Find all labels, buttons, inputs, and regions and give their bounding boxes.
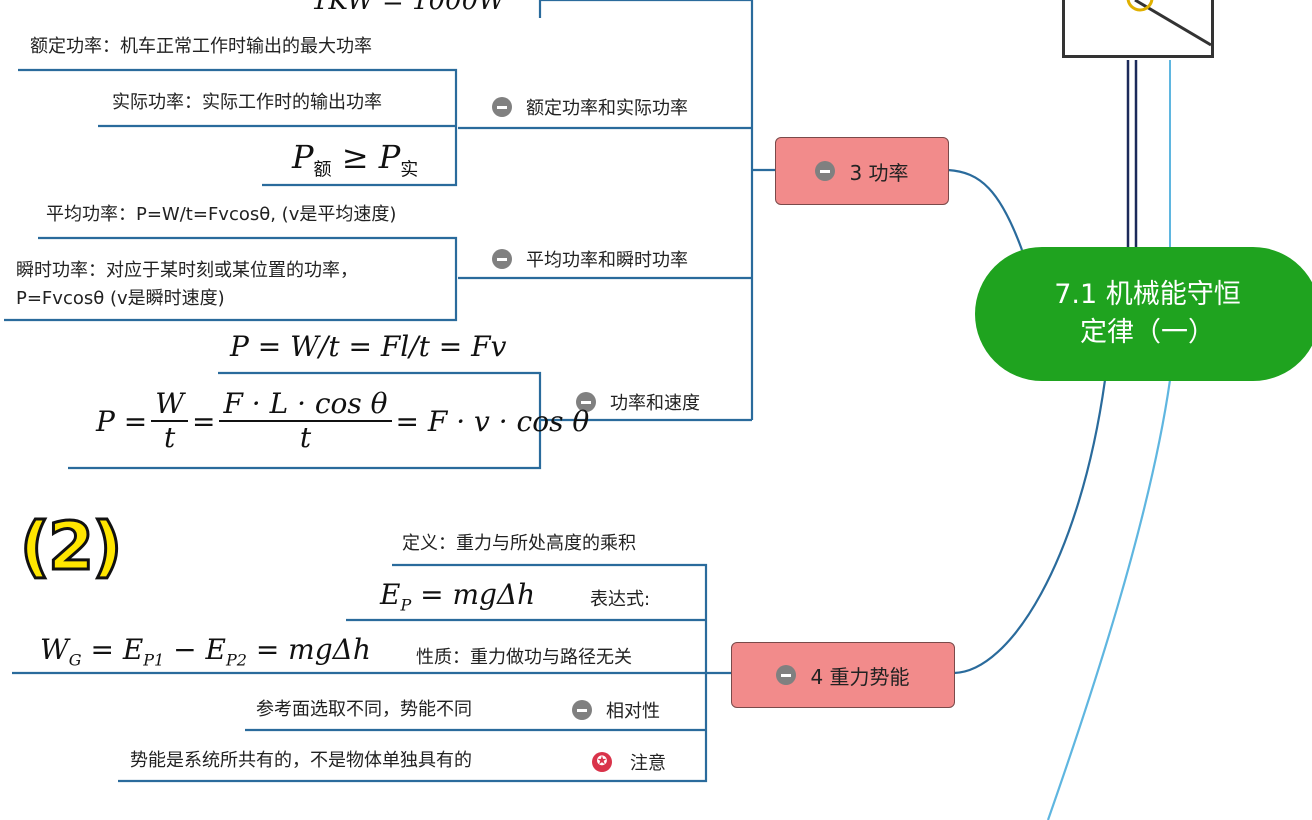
- kw-formula: 1KW = 1000W: [312, 0, 505, 16]
- f2-rest: = F · v · cos θ: [395, 404, 590, 438]
- f2-fraction-2: F · L · cos θ t: [219, 387, 392, 455]
- note-text: 势能是系统所共有的，不是物体单独具有的: [130, 750, 472, 771]
- f2-fraction-1: W t: [151, 387, 188, 455]
- expression-formula: EP = mgΔh: [380, 578, 535, 615]
- formula-sub-rated: 额: [313, 159, 332, 181]
- ep-e: E: [380, 578, 401, 611]
- topic-power[interactable]: 3 功率: [775, 137, 949, 205]
- property-formula: WG = EP1 − EP2 = mgΔh: [40, 633, 371, 670]
- subtopic-power-speed[interactable]: 功率和速度: [576, 389, 700, 415]
- collapse-icon[interactable]: [576, 392, 596, 412]
- topic-power-label: 3 功率: [849, 160, 909, 185]
- instant-power-line1: 瞬时功率：对应于某时刻或某位置的功率，: [16, 260, 358, 281]
- wg-w: W: [40, 633, 69, 666]
- decorative-frame: [1062, 0, 1214, 58]
- wg-sub-p1: P1: [143, 650, 165, 670]
- collapse-icon[interactable]: [492, 249, 512, 269]
- wg-eq-e: = E: [90, 633, 144, 666]
- f2-num2: F · L · cos θ: [219, 387, 392, 423]
- section-marker: (2): [18, 507, 123, 587]
- topic-gravity-energy[interactable]: 4 重力势能: [731, 642, 955, 708]
- root-title-line1: 7.1 机械能守恒: [1054, 279, 1241, 310]
- frame-diagonal-icon: [1126, 0, 1211, 47]
- collapse-icon[interactable]: [572, 700, 592, 720]
- expression-label: 表达式:: [590, 589, 651, 610]
- star-badge-icon: ✪: [592, 752, 612, 772]
- definition-text: 定义：重力与所处高度的乘积: [402, 533, 636, 554]
- root-title-line2: 定律（一）: [1080, 317, 1215, 348]
- topic-gravity-energy-label: 4 重力势能: [810, 664, 910, 689]
- property-text: 性质：重力做功与路径无关: [416, 647, 632, 668]
- f2-num1: W: [151, 387, 188, 423]
- ep-sub: P: [400, 595, 412, 615]
- f2-eq: =: [191, 404, 216, 438]
- wg-minus-e: − E: [173, 633, 226, 666]
- root-node[interactable]: 7.1 机械能守恒 定律（一）: [975, 247, 1312, 381]
- formula-p2: P: [378, 138, 401, 176]
- instant-power-line2: P=Fvcosθ (v是瞬时速度): [16, 288, 225, 309]
- subtopic-relativity[interactable]: 相对性: [572, 697, 660, 723]
- wg-sub-p2: P2: [225, 650, 247, 670]
- subtopic-relativity-label: 相对性: [606, 701, 660, 722]
- f2-den2: t: [299, 421, 312, 455]
- formula-ge: ≥: [341, 138, 369, 176]
- avg-power-text: 平均功率：P=W/t=Fvcosθ, (v是平均速度): [46, 204, 397, 225]
- rated-power-text: 额定功率：机车正常工作时输出的最大功率: [30, 36, 372, 57]
- rated-vs-actual-formula: P额 ≥ P实: [292, 138, 418, 181]
- power-speed-formula-1: P = W/t = Fl/t = Fv: [230, 330, 507, 363]
- wg-sub: G: [68, 650, 82, 670]
- collapse-icon[interactable]: [815, 161, 836, 181]
- f2-den1: t: [163, 421, 176, 455]
- wg-tail: = mgΔh: [255, 633, 371, 666]
- subtopic-rated-actual[interactable]: 额定功率和实际功率: [492, 94, 688, 120]
- subtopic-note-label: 注意: [630, 753, 666, 774]
- formula-p: P: [292, 138, 314, 176]
- relativity-text: 参考面选取不同，势能不同: [256, 699, 472, 720]
- f2-lhs: P =: [96, 404, 148, 438]
- collapse-icon[interactable]: [776, 665, 797, 685]
- subtopic-note[interactable]: ✪ 注意: [592, 749, 666, 775]
- subtopic-power-speed-label: 功率和速度: [610, 393, 700, 414]
- actual-power-text: 实际功率：实际工作时的输出功率: [112, 92, 382, 113]
- ep-rest: = mgΔh: [420, 578, 536, 611]
- power-speed-formula-2: P = W t = F · L · cos θ t = F · v · cos …: [96, 387, 590, 455]
- subtopic-avg-instant[interactable]: 平均功率和瞬时功率: [492, 246, 688, 272]
- subtopic-avg-instant-label: 平均功率和瞬时功率: [526, 250, 688, 271]
- formula-sub-actual: 实: [400, 159, 419, 181]
- collapse-icon[interactable]: [492, 97, 512, 117]
- subtopic-rated-actual-label: 额定功率和实际功率: [526, 98, 688, 119]
